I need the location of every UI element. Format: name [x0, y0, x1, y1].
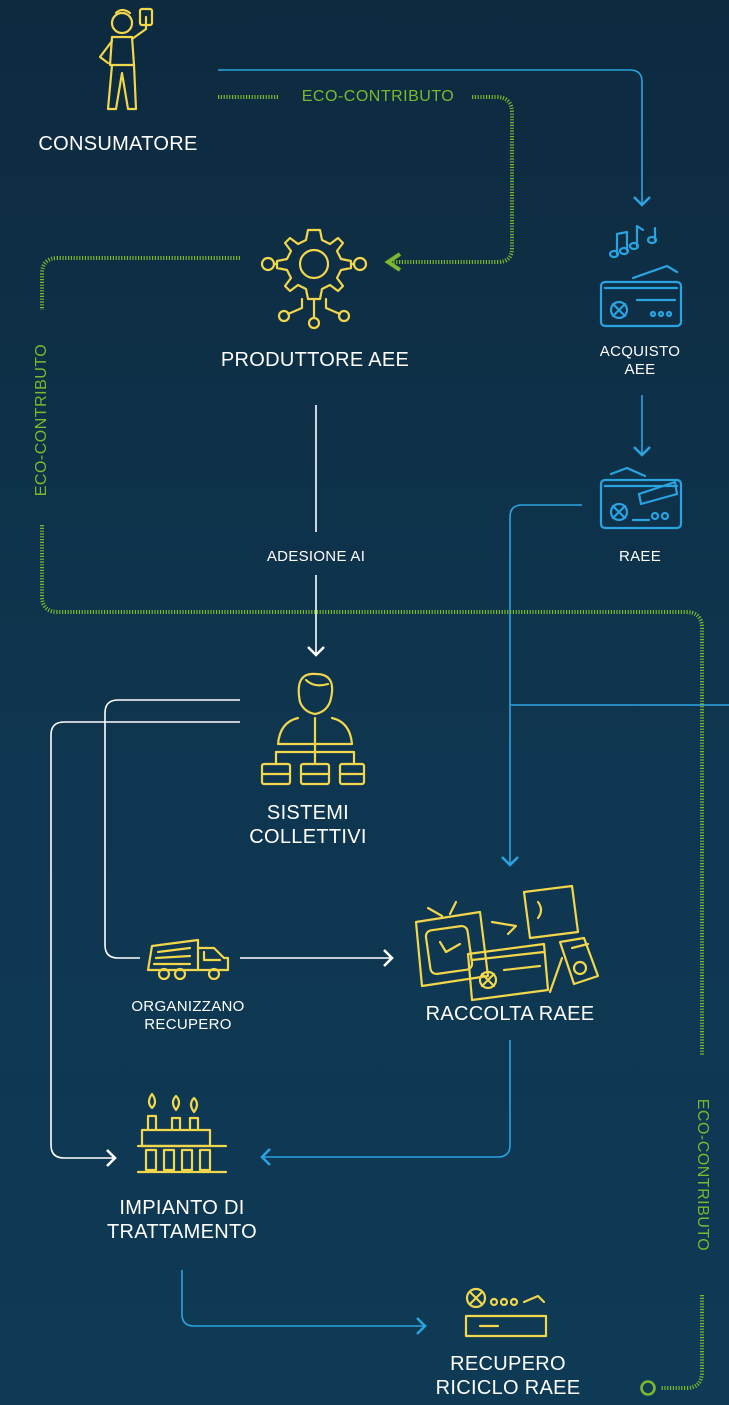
- eco-label-right: ECO-CONTRIBUTO: [694, 1098, 711, 1252]
- recycled-radio-icon: [464, 1287, 548, 1338]
- label-raee: RAEE: [618, 548, 662, 565]
- label-recupero-1: RECUPERO: [450, 1353, 566, 1375]
- eco-label-left: ECO-CONTRIBUTO: [33, 343, 50, 497]
- line-raccolta-impianto: [260, 1040, 511, 1166]
- label-consumatore: CONSUMATORE: [38, 133, 198, 155]
- node-organizzano: ORGANIZZANO RECUPERO: [131, 998, 244, 1034]
- node-adesione: ADESIONE AI: [267, 548, 365, 566]
- line-sistemi-truck: [104, 699, 240, 959]
- eco-arrow-head: [384, 252, 402, 272]
- line-consumatore-acquisto: [218, 69, 651, 207]
- label-adesione: ADESIONE AI: [266, 548, 366, 565]
- broken-radio-icon: [599, 466, 683, 530]
- eco-end-circle: [640, 1380, 656, 1396]
- pile-of-appliances-icon: [414, 884, 600, 1002]
- label-sistemi-1: SISTEMI: [266, 802, 350, 824]
- eco-line-top: [218, 95, 514, 264]
- label-acquisto-2: AEE: [624, 361, 656, 378]
- label-organizzano-2: RECUPERO: [144, 1016, 232, 1033]
- node-recupero: RECUPERO RICICLO RAEE: [436, 1352, 581, 1400]
- node-consumatore: CONSUMATORE: [38, 132, 197, 156]
- label-impianto-1: IMPIANTO DI: [119, 1197, 245, 1219]
- node-raee: RAEE: [619, 548, 661, 566]
- label-raccolta: RACCOLTA RAEE: [425, 1003, 595, 1025]
- label-produttore: PRODUTTORE AEE: [220, 349, 410, 371]
- label-recupero-2: RICICLO RAEE: [435, 1377, 581, 1399]
- truck-icon: [146, 938, 230, 980]
- line-impianto-recupero: [181, 1270, 427, 1335]
- org-chart-person-icon: [260, 672, 366, 786]
- label-sistemi-2: COLLETTIVI: [249, 826, 367, 848]
- node-impianto: IMPIANTO DI TRATTAMENTO: [107, 1196, 257, 1244]
- eco-line-left: [40, 256, 704, 1390]
- factory-icon: [136, 1092, 228, 1174]
- line-raee-raccolta: [501, 504, 582, 867]
- person-with-phone-icon: [98, 7, 154, 111]
- radio-music-icon: [599, 224, 683, 328]
- node-raccolta: RACCOLTA RAEE: [426, 1002, 595, 1026]
- node-sistemi: SISTEMI COLLETTIVI: [249, 801, 366, 849]
- label-impianto-2: TRATTAMENTO: [107, 1221, 257, 1243]
- label-organizzano-1: ORGANIZZANO: [131, 998, 245, 1015]
- gear-network-icon: [260, 228, 368, 330]
- node-acquisto: ACQUISTO AEE: [600, 343, 680, 379]
- line-sistemi-impianto: [50, 721, 240, 1167]
- node-produttore: PRODUTTORE AEE: [221, 348, 409, 372]
- eco-label-top: ECO-CONTRIBUTO: [301, 88, 455, 105]
- label-acquisto-1: ACQUISTO: [599, 343, 681, 360]
